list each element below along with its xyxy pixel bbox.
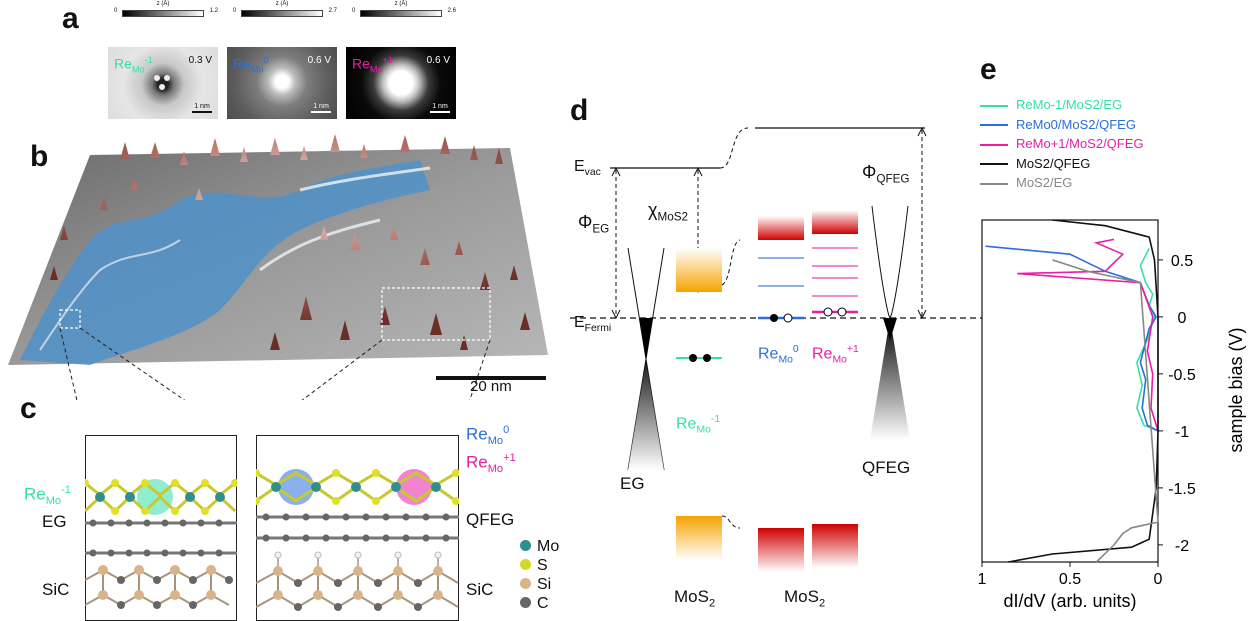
- stm-bias-1: 0.3 V: [188, 55, 212, 66]
- x-tick-label: 1: [978, 571, 987, 588]
- stm-image-re-0: ReMo0 0.6 V 1 nm: [227, 47, 337, 119]
- colorbar-max: 2.6: [447, 8, 456, 14]
- stm-scalebar-2: 1 nm: [311, 103, 331, 113]
- panel-label-b: b: [30, 140, 49, 173]
- evac-label: Evac: [574, 158, 601, 179]
- band-diagram: [570, 126, 982, 572]
- legend-item: ReMo0/MoS2/QFEG: [980, 115, 1156, 135]
- atomic-model-right: [256, 435, 459, 621]
- colorbar-max: 1.2: [209, 8, 218, 14]
- panel-c-sic-left-label: SiC: [42, 580, 70, 599]
- qfeg-band-label: QFEG: [862, 458, 911, 477]
- re-plus1-state-label: ReMo+1: [812, 344, 859, 366]
- y-tick-label: -1.5: [1168, 481, 1196, 498]
- colorbar-unit: z (Å): [156, 1, 170, 7]
- colorbar-min: 0: [114, 8, 118, 14]
- stm-scalebar-3: 1 nm: [430, 103, 450, 113]
- chart-legend: ReMo-1/MoS2/EG ReMo0/MoS2/QFEG ReMo+1/Mo…: [980, 95, 1156, 193]
- panel-label-c: c: [20, 392, 37, 425]
- stm-bias-2: 0.6 V: [307, 55, 331, 66]
- stm-label-3: ReMo+1: [352, 55, 393, 75]
- atom-legend-item: Si: [520, 575, 559, 594]
- y-tick-label: 0.5: [1171, 253, 1193, 270]
- stm-scalebar-1: 1 nm: [192, 103, 212, 113]
- panel-c-re-plus1-label: ReMo+1: [466, 452, 516, 476]
- panel-c-sic-right-label: SiC: [466, 580, 494, 599]
- mos2-right-label: MoS2: [784, 587, 826, 610]
- scale-bar: [436, 376, 546, 380]
- y-tick-label: 0: [1178, 310, 1187, 327]
- series-line-1: [985, 245, 1159, 432]
- panel-c-eg-label: EG: [42, 512, 67, 531]
- atom-legend-item: S: [520, 556, 559, 575]
- y-tick-label: -2: [1175, 538, 1189, 555]
- didv-chart: 0.5 0 -0.5 -1 -1.5 -2 1 0.5 0 dI/dV (arb. units…: [978, 219, 1246, 611]
- colorbar-min: 0: [352, 8, 356, 14]
- scale-bar-label: 20 nm: [470, 378, 512, 395]
- legend-item: MoS2/QFEG: [980, 154, 1156, 174]
- y-tick-label: -1: [1175, 424, 1189, 441]
- series-line-2: [1017, 238, 1159, 432]
- legend-item: MoS2/EG: [980, 173, 1156, 193]
- mos2-left-label: MoS2: [674, 587, 716, 610]
- series-line-4: [1052, 259, 1159, 563]
- colorbar-max: 2.7: [328, 8, 337, 14]
- atom-legend-item: Mo: [520, 537, 559, 556]
- re-minus1-state-label: ReMo-1: [676, 414, 721, 436]
- zoom-box-left: [59, 309, 81, 329]
- chi-mos2-label: χMoS2: [648, 200, 688, 224]
- stm-3d-surface: [8, 134, 548, 400]
- panel-label-a: a: [62, 2, 79, 35]
- panel-label-e: e: [980, 53, 997, 86]
- x-axis-label: dI/dV (arb. units): [1003, 591, 1136, 611]
- y-tick-label: -0.5: [1168, 367, 1196, 384]
- plot-frame: [981, 219, 1159, 563]
- panel-c-re-minus1-label: ReMo-1: [24, 484, 71, 508]
- stm-image-re-plus1: ReMo+1 0.6 V 1 nm: [346, 47, 456, 119]
- colorbar-2: z (Å) 0 2.7: [227, 1, 337, 17]
- stm-label-2: ReMo0: [233, 55, 269, 75]
- panel-c-re-0-label: ReMo0: [466, 424, 510, 448]
- atom-legend-item: C: [520, 594, 559, 613]
- colorbar-min: 0: [233, 8, 237, 14]
- panel-c-qfeg-label: QFEG: [466, 510, 515, 529]
- colorbar-unit: z (Å): [275, 1, 289, 7]
- phi-qfeg-label: ΦQFEG: [862, 162, 910, 186]
- re-0-state-label: ReMo0: [758, 344, 799, 366]
- stm-label-1: ReMo-1: [114, 55, 153, 75]
- panel-label-d: d: [570, 94, 589, 127]
- x-tick-label: 0: [1154, 571, 1163, 588]
- colorbar-1: z (Å) 0 1.2: [108, 1, 218, 17]
- eg-band-label: EG: [620, 474, 645, 493]
- legend-item: ReMo+1/MoS2/QFEG: [980, 134, 1156, 154]
- phi-eg-label: ΦEG: [578, 212, 610, 236]
- atomic-model-left: [85, 435, 237, 621]
- stm-bias-3: 0.6 V: [426, 55, 450, 66]
- x-tick-label: 0.5: [1059, 571, 1081, 588]
- legend-item: ReMo-1/MoS2/EG: [980, 95, 1156, 115]
- y-axis-label: sample bias (V): [1226, 327, 1246, 452]
- stm-image-re-minus1: ReMo-1 0.3 V 1 nm: [108, 47, 218, 119]
- efermi-label: EFermi: [574, 314, 612, 335]
- colorbar-3: z (Å) 0 2.6: [346, 1, 456, 17]
- atom-legend: Mo S Si C: [520, 537, 559, 613]
- colorbar-unit: z (Å): [394, 1, 408, 7]
